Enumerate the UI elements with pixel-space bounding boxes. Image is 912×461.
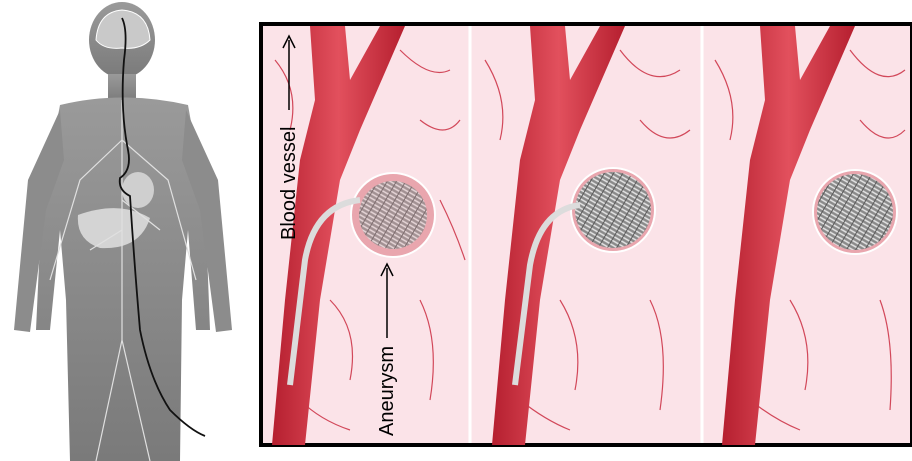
blood-vessel-label: Blood vessel <box>279 127 299 240</box>
panel-1-coil <box>359 181 427 249</box>
heart-shape <box>122 172 154 208</box>
panel-2 <box>472 26 700 445</box>
panel-2-coil <box>575 172 651 248</box>
aneurysm-panels <box>261 24 912 445</box>
human-body-illustration <box>14 2 232 461</box>
panel-3 <box>704 26 910 445</box>
aneurysm-label: Aneurysm <box>377 346 397 436</box>
panel-3-coil <box>817 174 893 250</box>
